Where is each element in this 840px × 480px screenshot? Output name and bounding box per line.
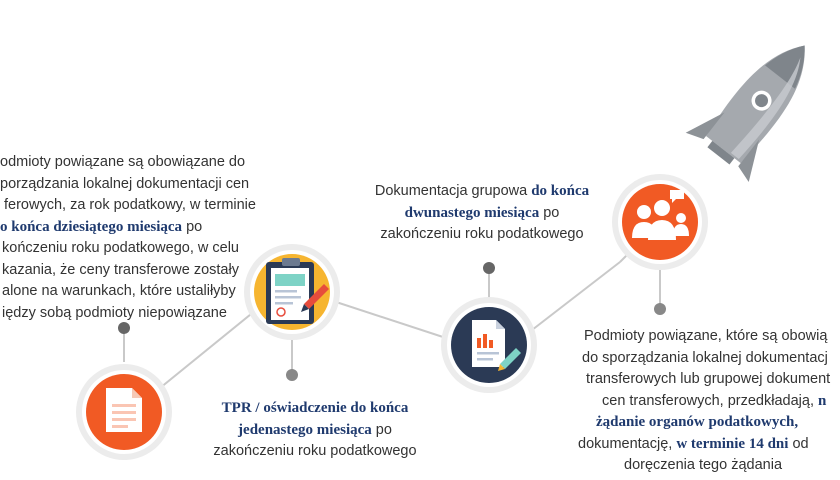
block2-line-1: TPR / oświadczenie do końca	[221, 400, 409, 416]
block3-line-1-highlight: do końca	[531, 183, 590, 199]
document-icon	[106, 388, 142, 432]
pins	[118, 262, 666, 381]
block4-line-4-plain: cen transferowych, przedkładają,	[602, 392, 818, 409]
block1-line-4-rest: po	[182, 218, 203, 235]
block3-line-2-rest: po	[539, 204, 560, 221]
block4-line-4-highlight: n	[818, 392, 827, 409]
block1-line-7: alone na warunkach, które ustaliłyby	[2, 283, 236, 299]
block2-deadline-highlight: jedenastego miesiąca	[238, 421, 372, 438]
block1-line-5: kończeniu roku podatkowego, w celu	[2, 240, 239, 256]
block4-line-3: transferowych lub grupowej dokument	[586, 371, 831, 387]
pin-dot-3	[483, 262, 495, 274]
step-1-node	[76, 364, 172, 460]
connector-2-3	[329, 299, 447, 339]
text-block-on-request: Podmioty powiązane, które są obowią do s…	[576, 326, 840, 477]
block4-deadline-highlight: w terminie 14 dni	[676, 435, 789, 452]
block1-line-8: iędzy sobą podmioty niepowiązane	[2, 304, 227, 321]
block4-line-1: Podmioty powiązane, które są obowią	[584, 328, 828, 344]
pin-dot-4	[654, 303, 666, 315]
rocket-icon	[685, 45, 805, 183]
document-pen-icon	[472, 320, 521, 371]
block4-line-7: doręczenia tego żądania	[624, 457, 783, 473]
block2-line-2-rest: po	[371, 421, 392, 438]
block1-line-3: ferowych, za rok podatkowy, w terminie	[4, 197, 256, 213]
block1-line-2: porządzania lokalnej dokumentacji cen	[0, 175, 250, 192]
text-block-group-documentation: Dokumentacja grupowa do końca dwunastego…	[356, 181, 608, 246]
connector-1-2	[159, 309, 257, 389]
block1-line-6: kazania, że ceny transferowe zostały	[2, 261, 239, 278]
block4-line-2: do sporządzania lokalnej dokumentacj	[582, 349, 828, 366]
block3-deadline-highlight: dwunastego miesiąca	[404, 204, 540, 221]
text-block-local-documentation: odmioty powiązane są obowiązane do porzą…	[0, 152, 256, 324]
step-4-node	[612, 174, 708, 270]
block1-line-1: odmioty powiązane są obowiązane do	[0, 154, 246, 170]
block2-line-3: zakończeniu roku podatkowego	[213, 443, 417, 459]
team-icon	[632, 190, 689, 240]
block4-line-6-rest: od	[788, 435, 809, 452]
pin-dot-2	[286, 369, 298, 381]
connector-3-4	[531, 261, 621, 331]
step-3-node	[441, 297, 537, 393]
clipboard-icon	[266, 258, 329, 324]
block1-deadline-highlight: o końca dziesiątego miesiąca	[0, 218, 183, 235]
pin-dot-1	[118, 322, 130, 334]
block4-line-6-plain: dokumentację,	[578, 435, 677, 452]
block3-line-3: zakończeniu roku podatkowego	[380, 226, 584, 242]
text-block-tpr: TPR / oświadczenie do końca jedenastego …	[196, 398, 434, 463]
block3-line-1-plain: Dokumentacja grupowa	[374, 183, 532, 199]
block4-request-highlight: żądanie organów podatkowych,	[596, 414, 799, 430]
step-2-node	[244, 244, 340, 340]
